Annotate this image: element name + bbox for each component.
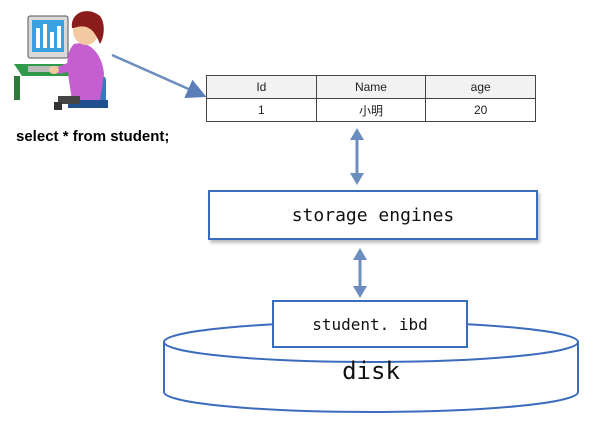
sql-query-text: select * from student;	[16, 128, 170, 145]
user-at-computer-icon	[14, 11, 108, 110]
column-header-age: age	[425, 75, 536, 99]
disk-label: disk	[342, 357, 400, 385]
data-file-box: student. ibd	[272, 300, 468, 348]
table-engine-arrow	[350, 128, 364, 185]
result-table: Id Name age 1 小明 20	[206, 75, 536, 122]
engine-file-arrow	[353, 248, 367, 298]
cell-id: 1	[206, 98, 317, 122]
column-header-id: Id	[206, 75, 317, 99]
column-header-name: Name	[315, 75, 427, 99]
data-file-label: student. ibd	[312, 314, 428, 334]
table-row: 1 小明 20	[206, 98, 536, 122]
user-to-table-arrow	[111, 53, 207, 99]
cell-name: 小明	[315, 98, 427, 122]
table-header-row: Id Name age	[206, 75, 536, 99]
cell-age: 20	[425, 98, 536, 122]
storage-engine-label: storage engines	[291, 204, 455, 226]
storage-engine-box: storage engines	[208, 190, 538, 240]
